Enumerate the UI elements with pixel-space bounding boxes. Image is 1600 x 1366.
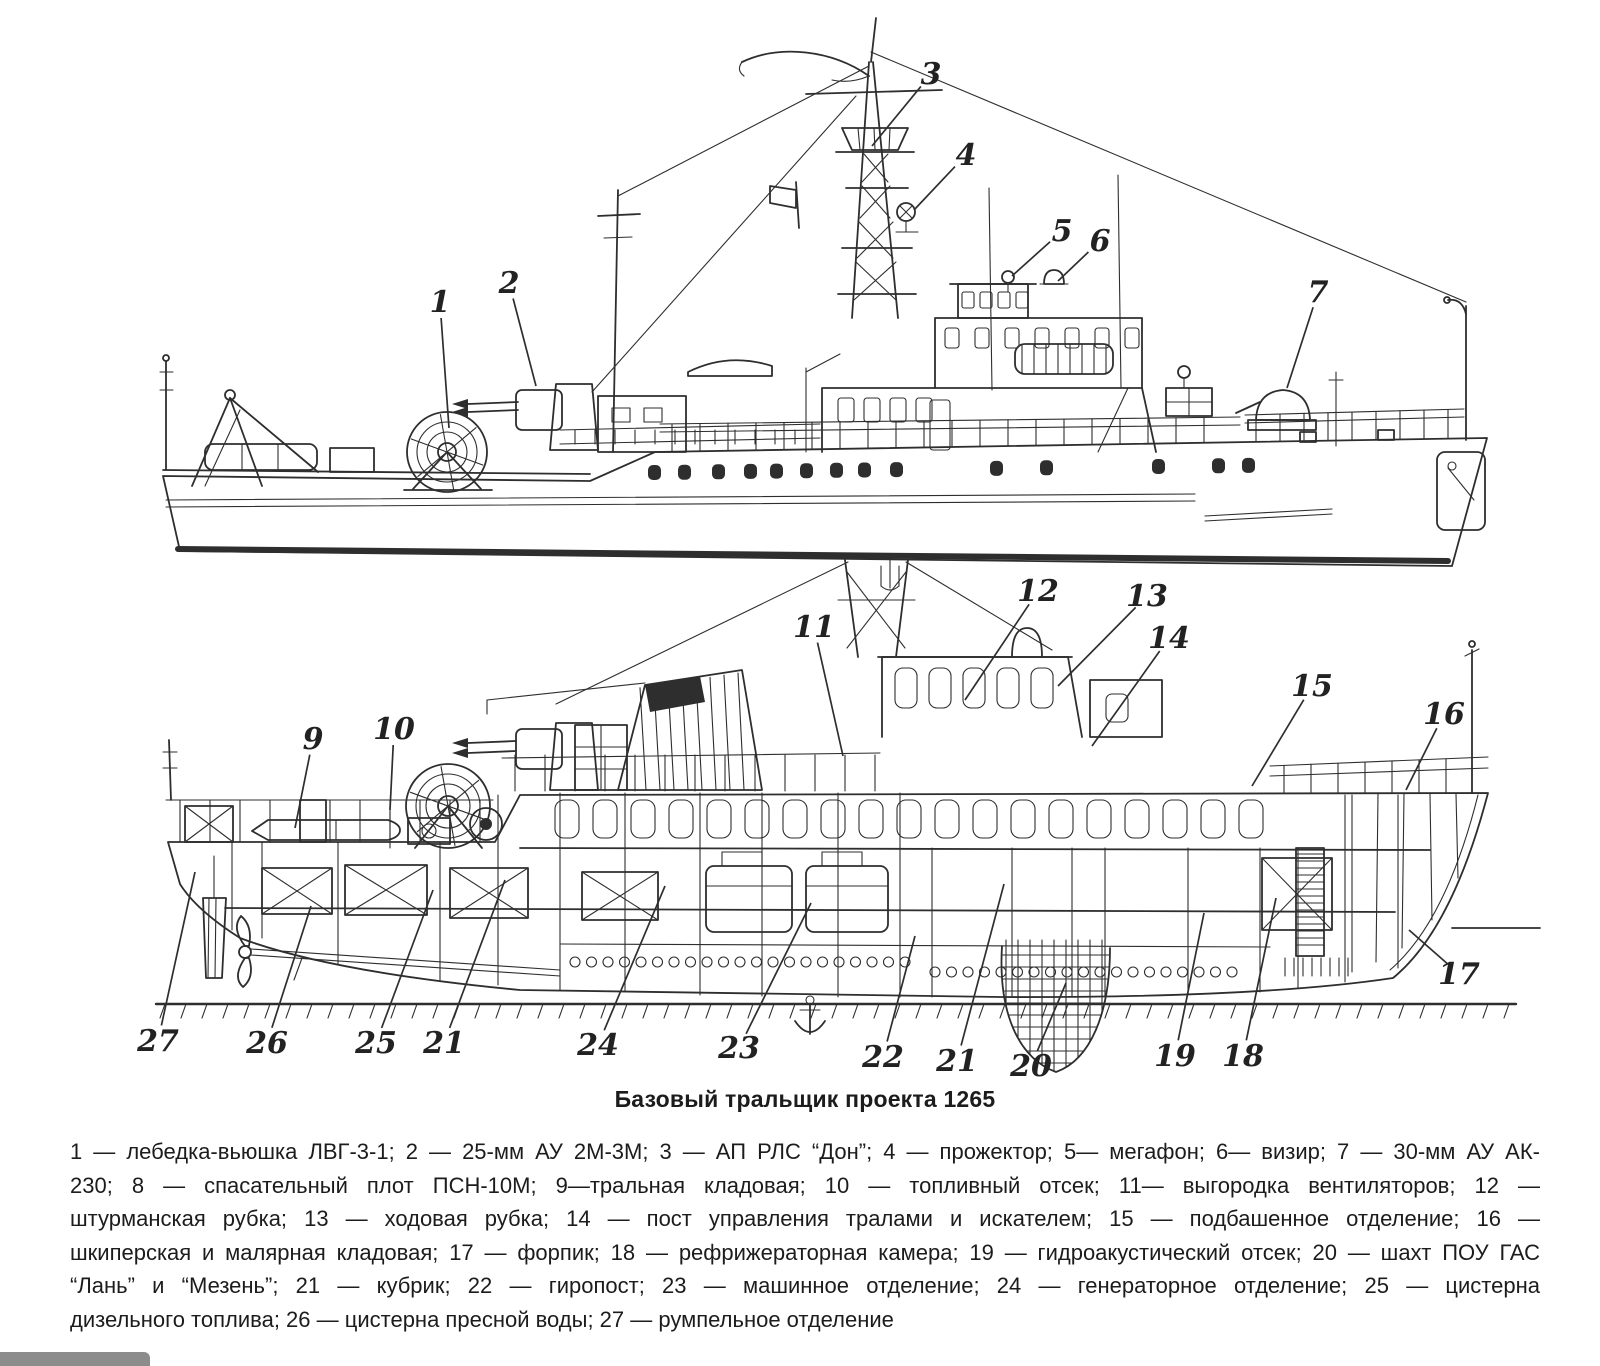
callout-top-leader	[440, 317, 450, 429]
callout-bottom-leader	[389, 744, 395, 811]
legend-line: шкиперская и малярная кладовая; 17 — фор…	[70, 1239, 1540, 1265]
callout-bottom-leader	[745, 902, 812, 1035]
ship-diagram: 1234567910111213141516171819202122232421…	[136, 17, 1541, 1080]
callout-bottom-label: 23	[717, 1031, 760, 1066]
callout-bottom-label: 10	[373, 712, 415, 747]
callout-top-label: 1	[430, 285, 451, 320]
legend-line: дизельного топлива; 26 — цистерна пресно…	[70, 1306, 894, 1332]
callout-bottom-label: 9	[303, 722, 324, 757]
callout-bottom-leader	[271, 905, 312, 1029]
callout-bottom-label: 24	[576, 1028, 619, 1063]
callout-bottom-leader	[448, 879, 506, 1029]
callout-bottom-leader	[1408, 929, 1448, 965]
callout-top-label: 7	[1308, 275, 1329, 310]
caption-block: Базовый тральщик проекта 1265 1 — лебедк…	[70, 1086, 1540, 1336]
legend-line: штурманская рубка; 13 — ходовая рубка; 1…	[70, 1206, 1540, 1231]
callout-top-leader	[1011, 241, 1051, 277]
callout-bottom-leader	[886, 935, 916, 1042]
callout-top-label: 6	[1090, 224, 1111, 259]
callout-bottom-label: 26	[245, 1026, 288, 1061]
callout-top-leader	[1286, 306, 1314, 389]
callout-bottom-leader	[1036, 982, 1067, 1052]
callout-bottom-label: 21	[935, 1044, 978, 1079]
callout-bottom-leader	[960, 883, 1005, 1046]
callout-top-label: 3	[921, 57, 942, 92]
callout-bottom-leader	[603, 885, 666, 1031]
callout-bottom-label: 25	[354, 1026, 397, 1061]
callout-top-label: 4	[956, 138, 977, 173]
callout-bottom-leader	[816, 642, 844, 757]
callout-bottom-leader	[1251, 699, 1305, 787]
callout-bottom-label: 11	[793, 610, 835, 645]
callout-bottom-label: 18	[1222, 1039, 1264, 1074]
callout-bottom-leader	[1405, 727, 1438, 791]
callout-bottom-label: 12	[1017, 574, 1059, 609]
callout-top-leader	[512, 298, 537, 387]
scan-artifact	[0, 1352, 150, 1366]
callout-bottom-leader	[1057, 606, 1137, 687]
callout-bottom-label: 13	[1126, 579, 1168, 614]
callout-bottom-label: 15	[1291, 669, 1333, 704]
callout-bottom-label: 21	[422, 1026, 465, 1061]
callout-top-leader	[871, 85, 922, 147]
callout-bottom-label: 19	[1154, 1039, 1196, 1074]
figure-title: Базовый тральщик проекта 1265	[614, 1086, 996, 1112]
legend-line: 230; 8 — спасательный плот ПСН-10М; 9—тр…	[70, 1172, 1540, 1198]
legend-line: “Лань” и “Мезень”; 21 — кубрик; 22 — гир…	[70, 1273, 1540, 1298]
callout-top-leader	[913, 166, 956, 211]
callout-bottom-label: 20	[1009, 1049, 1052, 1080]
callout-top-label: 5	[1052, 214, 1073, 249]
legend: 1 — лебедка-вьюшка ЛВГ-3-1; 2 — 25-мм АУ…	[70, 1135, 1540, 1336]
top-profile-view	[159, 17, 1488, 567]
callout-top-label: 2	[498, 266, 520, 301]
callout-bottom-leader	[380, 889, 434, 1029]
callout-bottom-label: 16	[1423, 697, 1465, 732]
callout-bottom-label: 17	[1438, 957, 1480, 992]
callout-bottom-leader	[294, 754, 311, 829]
callout-bottom-label: 22	[861, 1040, 904, 1075]
callout-bottom-label: 27	[136, 1024, 179, 1059]
callout-top-leader	[1057, 251, 1089, 282]
callout-bottom-leader	[1245, 897, 1277, 1041]
callout-bottom-label: 14	[1148, 621, 1190, 656]
legend-line: 1 — лебедка-вьюшка ЛВГ-3-1; 2 — 25-мм АУ…	[70, 1139, 1540, 1164]
callout-bottom-leader	[1177, 912, 1205, 1041]
cutaway-view	[154, 559, 1541, 1073]
callout-bottom-leader	[1091, 650, 1161, 747]
callout-bottom-leader	[964, 603, 1030, 701]
callout-bottom-leader	[160, 871, 196, 1026]
